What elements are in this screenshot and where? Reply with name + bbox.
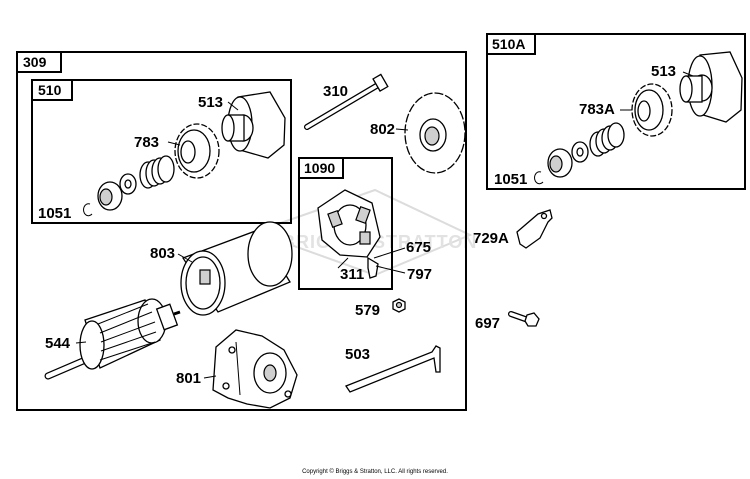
assembly-tag-510 — [31, 79, 73, 101]
assembly-tag-1090 — [298, 157, 344, 179]
part-802-end-cap[interactable] — [404, 92, 466, 174]
leader-797 — [375, 265, 406, 274]
callout-1051-box510a[interactable]: 1051 — [494, 171, 527, 188]
part-washer-hole-510a — [576, 147, 584, 157]
callout-675[interactable]: 675 — [406, 239, 431, 256]
part-783a-pinion-gear[interactable] — [631, 83, 673, 137]
callout-311[interactable]: 311 — [340, 266, 364, 283]
assembly-box-510a — [486, 33, 746, 190]
callout-783a[interactable]: 783A — [579, 101, 615, 118]
leader-802 — [395, 128, 409, 131]
callout-1051-box510[interactable]: 1051 — [38, 205, 71, 222]
assembly-tag-510a — [486, 33, 536, 55]
part-697-screw[interactable] — [508, 311, 540, 327]
part-544-armature[interactable] — [44, 298, 181, 380]
part-797-terminal[interactable] — [367, 256, 379, 279]
callout-579[interactable]: 579 — [355, 302, 380, 319]
part-spring-510a[interactable] — [589, 122, 625, 157]
leader-544 — [75, 341, 87, 344]
part-1051-retaining-clip-510a[interactable] — [534, 171, 544, 185]
callout-310[interactable]: 310 — [323, 83, 348, 100]
assembly-label-1090: 1090 — [304, 160, 335, 176]
callout-797[interactable]: 797 — [407, 266, 432, 283]
part-1051-retaining-clip[interactable] — [83, 203, 93, 217]
callout-697[interactable]: 697 — [475, 315, 500, 332]
part-311-brush-holder[interactable] — [317, 189, 381, 258]
part-310-through-bolt[interactable] — [304, 73, 389, 130]
leader-513-510a — [682, 71, 694, 77]
leader-801 — [203, 375, 217, 379]
assembly-label-309: 309 — [23, 54, 47, 70]
assembly-box-510 — [31, 79, 292, 224]
part-579-nut[interactable] — [392, 298, 406, 313]
part-513-drive-housing[interactable] — [221, 91, 286, 159]
callout-783[interactable]: 783 — [134, 134, 159, 151]
assembly-label-510a: 510A — [492, 36, 525, 52]
part-729a-ground-clip[interactable] — [516, 209, 553, 249]
leader-803 — [177, 253, 193, 263]
callout-544[interactable]: 544 — [45, 335, 71, 352]
part-801-mounting-bracket[interactable] — [212, 329, 298, 409]
part-783-pinion-gear[interactable] — [174, 123, 220, 179]
leader-783 — [167, 141, 181, 146]
callout-729a[interactable]: 729A — [473, 230, 509, 247]
part-803-motor-housing[interactable] — [180, 221, 293, 316]
leader-311 — [337, 257, 349, 269]
part-collar[interactable] — [97, 181, 123, 211]
assembly-box-309 — [16, 51, 467, 411]
callout-503[interactable]: 503 — [345, 346, 370, 363]
part-spring[interactable] — [139, 155, 175, 189]
callout-801[interactable]: 801 — [176, 370, 201, 387]
callout-513-box510a[interactable]: 513 — [651, 63, 676, 80]
leader-513 — [227, 101, 239, 111]
callout-803[interactable]: 803 — [150, 245, 175, 262]
part-washer-hole — [124, 179, 132, 189]
part-collar-510a[interactable] — [547, 148, 573, 178]
copyright-notice: Copyright © Briggs & Stratton, LLC. All … — [302, 469, 448, 475]
leader-675 — [373, 247, 406, 259]
assembly-box-1090 — [298, 157, 393, 290]
part-513-drive-housing-510a[interactable] — [679, 51, 743, 123]
assembly-tag-309 — [16, 51, 62, 73]
callout-802[interactable]: 802 — [370, 121, 395, 138]
assembly-label-510: 510 — [38, 82, 62, 98]
callout-513-box510[interactable]: 513 — [198, 94, 223, 111]
part-503-strap[interactable] — [345, 345, 441, 393]
